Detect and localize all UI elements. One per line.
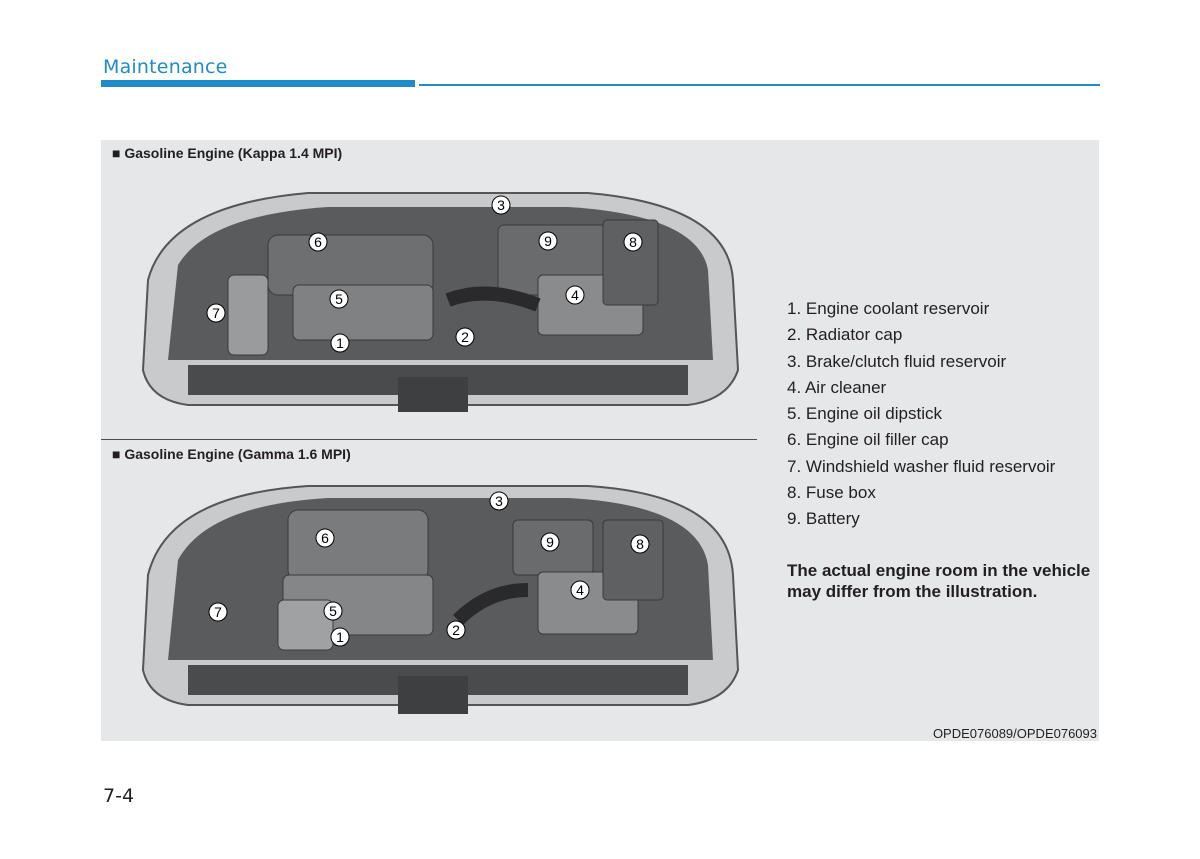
legend-item: 5. Engine oil dipstick	[787, 404, 942, 424]
image-code: OPDE076089/OPDE076093	[932, 726, 1097, 741]
header-rule-thick	[101, 80, 415, 87]
legend-item: 4. Air cleaner	[787, 377, 887, 397]
marker-9: 9	[544, 233, 552, 249]
disclaimer-note: The actual engine room in the vehicle ma…	[787, 561, 1091, 601]
legend-item: 1. Engine coolant reservoir	[787, 299, 990, 318]
marker-7: 7	[212, 305, 220, 321]
marker-6: 6	[314, 234, 322, 250]
marker-5: 5	[329, 603, 337, 619]
legend-item: 8. Fuse box	[787, 483, 876, 503]
marker-3: 3	[495, 493, 503, 509]
marker-2: 2	[461, 329, 469, 345]
marker-6: 6	[321, 530, 329, 546]
marker-5: 5	[335, 291, 343, 307]
legend-item: 6. Engine oil filler cap	[787, 430, 949, 450]
figure-caption-kappa: ■ Gasoline Engine (Kappa 1.4 MPI)	[112, 145, 343, 161]
header-rule-thin	[419, 84, 1100, 86]
marker-1: 1	[336, 335, 344, 351]
engine-illustration-gamma: 1 2 3 4 5 6 7 8 9	[141, 485, 740, 714]
figure-caption-gamma: ■ Gasoline Engine (Gamma 1.6 MPI)	[112, 446, 351, 462]
marker-7: 7	[214, 604, 222, 620]
marker-8: 8	[636, 536, 644, 552]
marker-3: 3	[497, 197, 505, 213]
page-number: 7-4	[103, 785, 135, 807]
legend-item: 9. Battery	[787, 509, 860, 529]
figure-divider	[101, 439, 757, 440]
marker-8: 8	[629, 234, 637, 250]
marker-2: 2	[452, 622, 460, 638]
marker-9: 9	[546, 534, 554, 550]
legend-item: 2. Radiator cap	[787, 325, 903, 345]
marker-4: 4	[571, 287, 579, 303]
section-title: Maintenance	[103, 56, 228, 78]
engine-illustration-kappa: 1 2 3 4 5 6 7 8 9	[141, 192, 740, 412]
marker-4: 4	[576, 582, 584, 598]
legend-item: 7. Windshield washer fluid reservoir	[787, 456, 1056, 476]
legend-item: 3. Brake/clutch fluid reservoir	[787, 351, 1007, 371]
marker-1: 1	[336, 629, 344, 645]
parts-legend: 1. Engine coolant reservoir 2. Radiator …	[787, 296, 1055, 533]
